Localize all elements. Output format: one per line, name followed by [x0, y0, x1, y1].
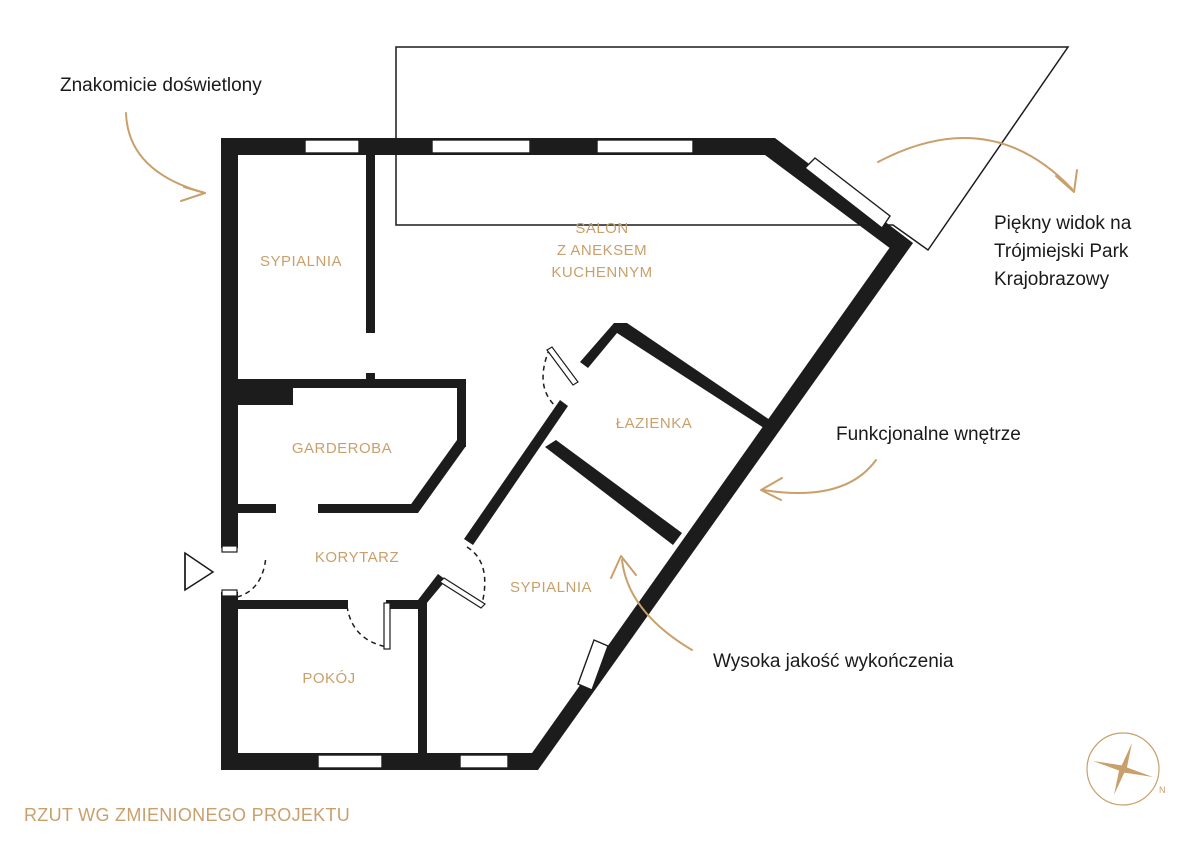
- plan-footer-caption: RZUT WG ZMIENIONEGO PROJEKTU: [24, 805, 351, 825]
- room-label-salon: SALON Z ANEKSEM KUCHENNYM: [551, 220, 653, 281]
- room-label-lazienka: ŁAZIENKA: [615, 415, 693, 432]
- annotation-quality: Wysoka jakość wykończenia: [713, 651, 954, 672]
- arrow-view: [877, 137, 1073, 190]
- annotation-arrows: [125, 112, 1078, 651]
- windows: [304, 139, 891, 769]
- interior-walls: [238, 155, 770, 770]
- arrow-quality: [621, 559, 693, 651]
- room-label-garderoba: GARDEROBA: [291, 440, 393, 457]
- doors: [221, 346, 579, 650]
- svg-text:N: N: [1159, 785, 1166, 795]
- arrow-functional: [762, 459, 877, 494]
- room-label-sypialnia-2: SYPIALNIA: [509, 579, 593, 596]
- annotation-bright: Znakomicie doświetlony: [60, 75, 262, 96]
- annotation-view: Piękny widok na Trójmiejski Park Krajobr…: [994, 213, 1132, 290]
- room-label-korytarz: KORYTARZ: [314, 549, 400, 566]
- room-label-pokoj: POKÓJ: [302, 670, 356, 687]
- room-label-sypialnia-1: SYPIALNIA: [259, 253, 343, 270]
- entrance-triangle-icon: [184, 551, 215, 592]
- arrow-bright: [125, 112, 206, 194]
- annotation-functional: Funkcjonalne wnętrze: [836, 424, 1021, 445]
- compass-rose-icon: N: [1086, 732, 1166, 806]
